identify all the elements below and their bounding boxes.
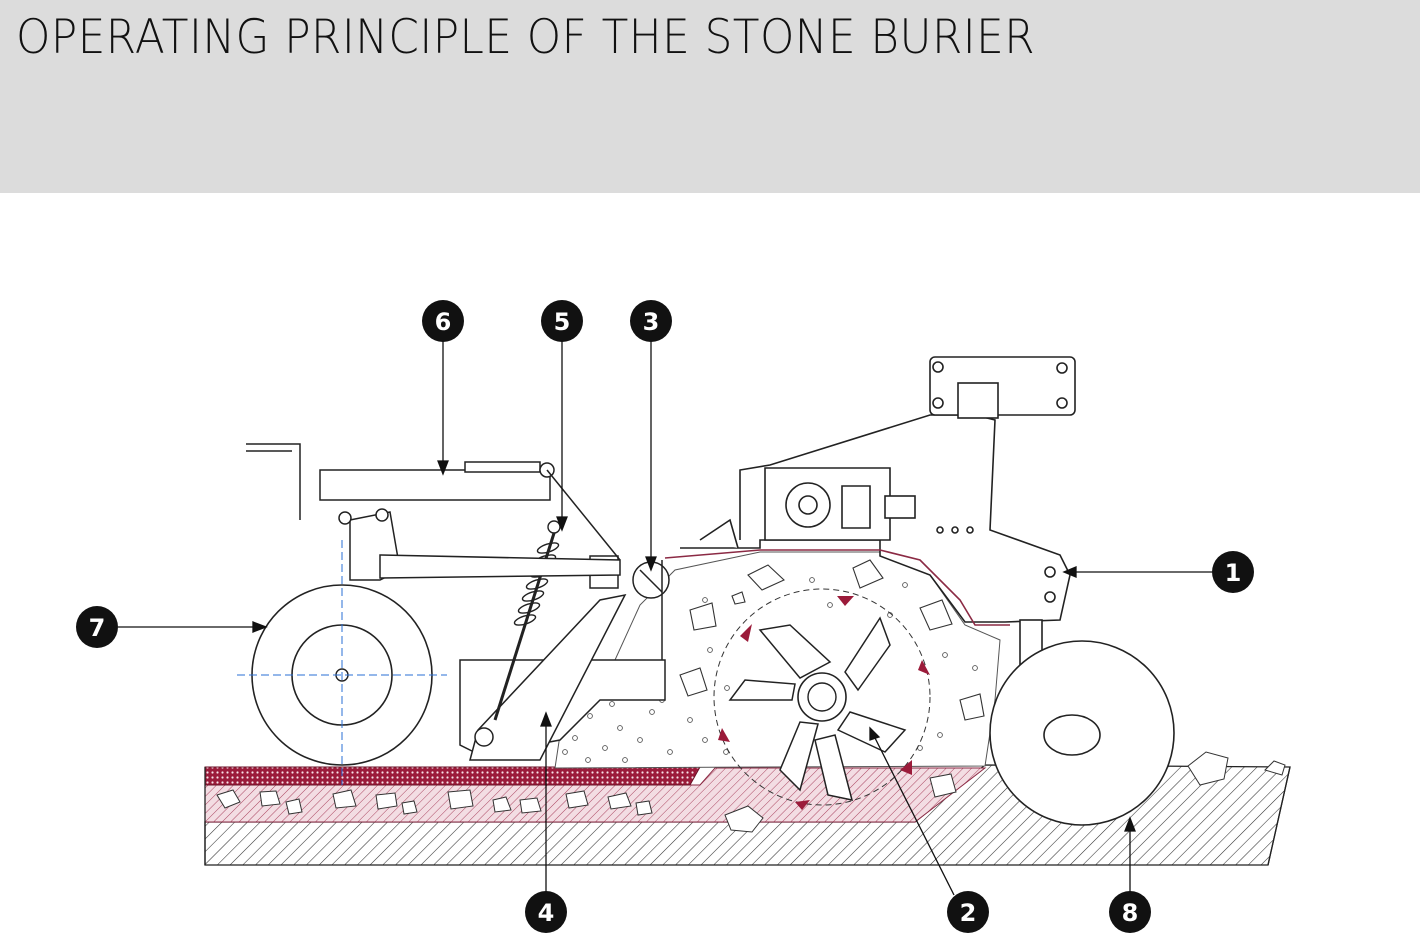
gauge-wheel: [237, 540, 447, 785]
worked-soil: [554, 551, 1001, 769]
callout-3-label: 3: [643, 308, 660, 336]
rotor: [713, 588, 931, 810]
callout-7: 7: [76, 606, 118, 648]
machine-frame: [680, 356, 1076, 623]
callout-2: 2: [947, 891, 989, 933]
callout-leaders: [118, 340, 1212, 896]
callout-1-label: 1: [1225, 559, 1242, 587]
callout-4: 4: [525, 891, 567, 933]
header-band: OPERATING PRINCIPLE OF THE STONE BURIER: [0, 0, 1420, 193]
callout-8-label: 8: [1122, 899, 1139, 927]
callout-1: 1: [1212, 551, 1254, 593]
rear-roller: [989, 619, 1175, 826]
callout-6-label: 6: [435, 308, 452, 336]
stone-deflector: [459, 593, 666, 761]
hitch-frame: [246, 443, 621, 581]
callout-8: 8: [1109, 891, 1151, 933]
callout-3: 3: [630, 300, 672, 342]
callout-4-label: 4: [538, 899, 555, 927]
callout-7-label: 7: [89, 614, 106, 642]
callout-2-label: 2: [960, 899, 977, 927]
rotor-hood: [664, 549, 1010, 626]
callout-5-label: 5: [554, 308, 571, 336]
callout-5: 5: [541, 300, 583, 342]
callout-6: 6: [422, 300, 464, 342]
page-title: OPERATING PRINCIPLE OF THE STONE BURIER: [16, 10, 1036, 65]
